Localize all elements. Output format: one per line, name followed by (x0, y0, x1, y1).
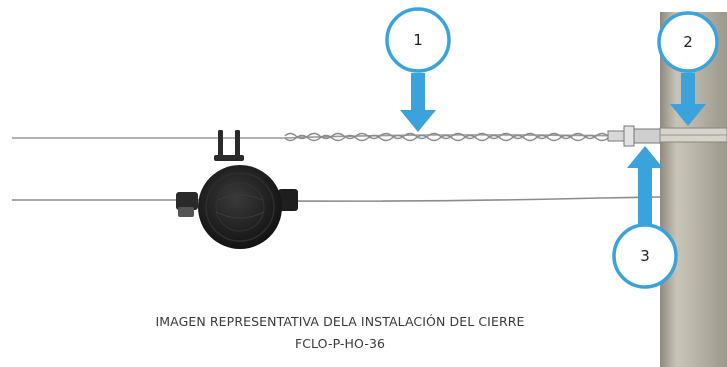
splice-closure (176, 165, 298, 249)
pole-clamp (607, 125, 727, 147)
callout-1 (385, 7, 451, 132)
caption-line-1: IMAGEN REPRESENTATIVA DELA INSTALACIÓN D… (155, 314, 525, 329)
callout-2-number: 2 (683, 33, 693, 51)
callout-1-number: 1 (413, 31, 423, 49)
closure-hanger (214, 130, 244, 161)
caption-line-2: FCLO-P-HO-36 (294, 336, 386, 351)
callout-3-number: 3 (640, 247, 650, 265)
helical-chain (284, 132, 609, 142)
lower-wire (12, 196, 661, 202)
callout-2 (657, 11, 719, 126)
callout-3 (612, 146, 678, 289)
